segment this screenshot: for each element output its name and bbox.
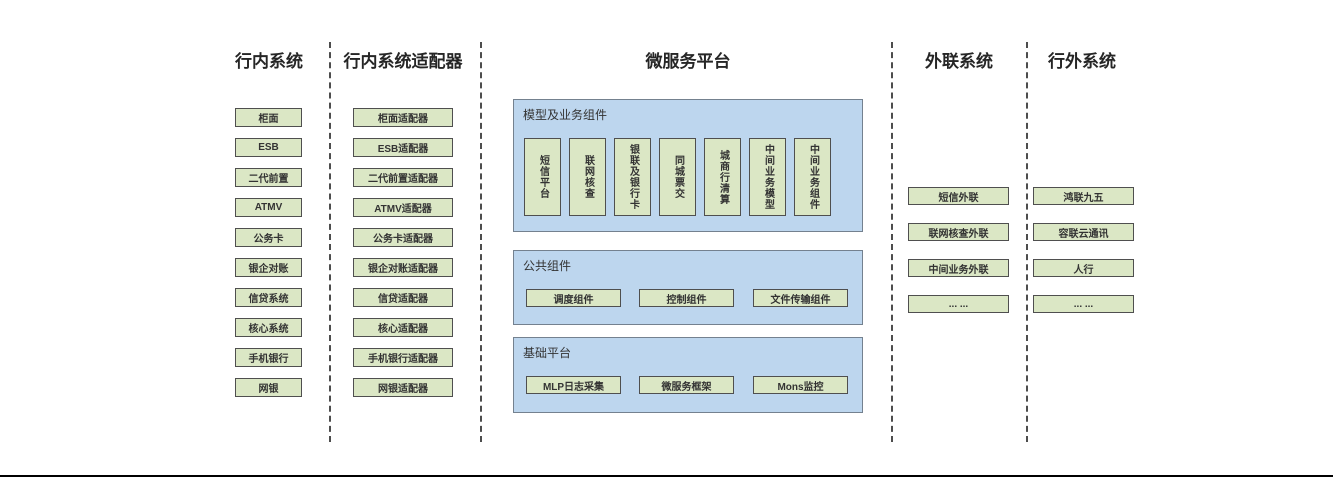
column-title-internal-adapters: 行内系统适配器 <box>343 52 463 71</box>
internal-system-box: ESB <box>235 138 302 157</box>
external-link-box: ... ... <box>908 295 1009 313</box>
internal-systems-list: 柜面 ESB 二代前置 ATMV 公务卡 银企对账 信贷系统 核心系统 手机银行… <box>235 108 302 397</box>
internal-system-box: 网银 <box>235 378 302 397</box>
adapter-box: 信贷适配器 <box>353 288 453 307</box>
column-title-external-link-systems: 外联系统 <box>925 52 993 71</box>
column-title-outside-systems: 行外系统 <box>1048 52 1116 71</box>
base-platform-box: 微服务框架 <box>639 376 734 394</box>
adapter-box: 网银适配器 <box>353 378 453 397</box>
internal-system-box: 柜面 <box>235 108 302 127</box>
model-component-box: 联网核查 <box>569 138 606 216</box>
adapter-box: 二代前置适配器 <box>353 168 453 187</box>
model-component-box: 中间业务组件 <box>794 138 831 216</box>
adapter-box: ESB适配器 <box>353 138 453 157</box>
model-component-label: 联网核查 <box>582 155 594 199</box>
internal-system-box: 信贷系统 <box>235 288 302 307</box>
adapter-box: 柜面适配器 <box>353 108 453 127</box>
external-link-box: 短信外联 <box>908 187 1009 205</box>
model-component-label: 同城票交 <box>672 155 684 199</box>
model-component-box: 城商行清算 <box>704 138 741 216</box>
panel-model-business-components: 模型及业务组件 短信平台 联网核查 银联及银行卡 同城票交 城商行清算 中间业务… <box>513 99 863 232</box>
outside-system-box: 鸿联九五 <box>1033 187 1134 205</box>
column-divider <box>329 42 331 442</box>
model-components-row: 短信平台 联网核查 银联及银行卡 同城票交 城商行清算 中间业务模型 中间业务组… <box>524 138 831 216</box>
column-divider <box>891 42 893 442</box>
common-component-box: 文件传输组件 <box>753 289 848 307</box>
adapter-box: 银企对账适配器 <box>353 258 453 277</box>
bottom-rule <box>0 475 1333 477</box>
panel-title: 基础平台 <box>523 346 572 360</box>
model-component-label: 中间业务组件 <box>807 144 819 210</box>
outside-system-box: 人行 <box>1033 259 1134 277</box>
panel-common-components: 公共组件 调度组件 控制组件 文件传输组件 <box>513 250 863 325</box>
adapter-box: 核心适配器 <box>353 318 453 337</box>
adapter-box: ATMV适配器 <box>353 198 453 217</box>
common-component-box: 控制组件 <box>639 289 734 307</box>
panel-base-platform: 基础平台 MLP日志采集 微服务框架 Mons监控 <box>513 337 863 413</box>
model-component-box: 短信平台 <box>524 138 561 216</box>
adapter-box: 手机银行适配器 <box>353 348 453 367</box>
panel-title: 模型及业务组件 <box>523 108 608 122</box>
internal-system-box: 手机银行 <box>235 348 302 367</box>
external-link-box: 联网核查外联 <box>908 223 1009 241</box>
column-divider <box>1026 42 1028 442</box>
internal-system-box: 核心系统 <box>235 318 302 337</box>
external-link-list: 短信外联 联网核查外联 中间业务外联 ... ... <box>908 187 1009 313</box>
common-component-box: 调度组件 <box>526 289 621 307</box>
internal-system-box: ATMV <box>235 198 302 217</box>
model-component-label: 银联及银行卡 <box>627 144 639 210</box>
model-component-box: 中间业务模型 <box>749 138 786 216</box>
model-component-label: 中间业务模型 <box>762 144 774 210</box>
outside-system-box: 容联云通讯 <box>1033 223 1134 241</box>
internal-system-box: 二代前置 <box>235 168 302 187</box>
internal-system-box: 公务卡 <box>235 228 302 247</box>
model-component-box: 银联及银行卡 <box>614 138 651 216</box>
adapter-box: 公务卡适配器 <box>353 228 453 247</box>
external-link-box: 中间业务外联 <box>908 259 1009 277</box>
model-component-label: 短信平台 <box>537 155 549 199</box>
column-title-microservice-platform: 微服务平台 <box>645 52 731 71</box>
model-component-label: 城商行清算 <box>717 149 729 205</box>
panel-title: 公共组件 <box>523 259 572 273</box>
adapters-list: 柜面适配器 ESB适配器 二代前置适配器 ATMV适配器 公务卡适配器 银企对账… <box>353 108 453 397</box>
internal-system-box: 银企对账 <box>235 258 302 277</box>
model-component-box: 同城票交 <box>659 138 696 216</box>
column-title-internal-systems: 行内系统 <box>235 52 303 71</box>
outside-system-box: ... ... <box>1033 295 1134 313</box>
column-divider <box>480 42 482 442</box>
base-platform-box: Mons监控 <box>753 376 848 394</box>
outside-systems-list: 鸿联九五 容联云通讯 人行 ... ... <box>1033 187 1134 313</box>
base-platform-box: MLP日志采集 <box>526 376 621 394</box>
